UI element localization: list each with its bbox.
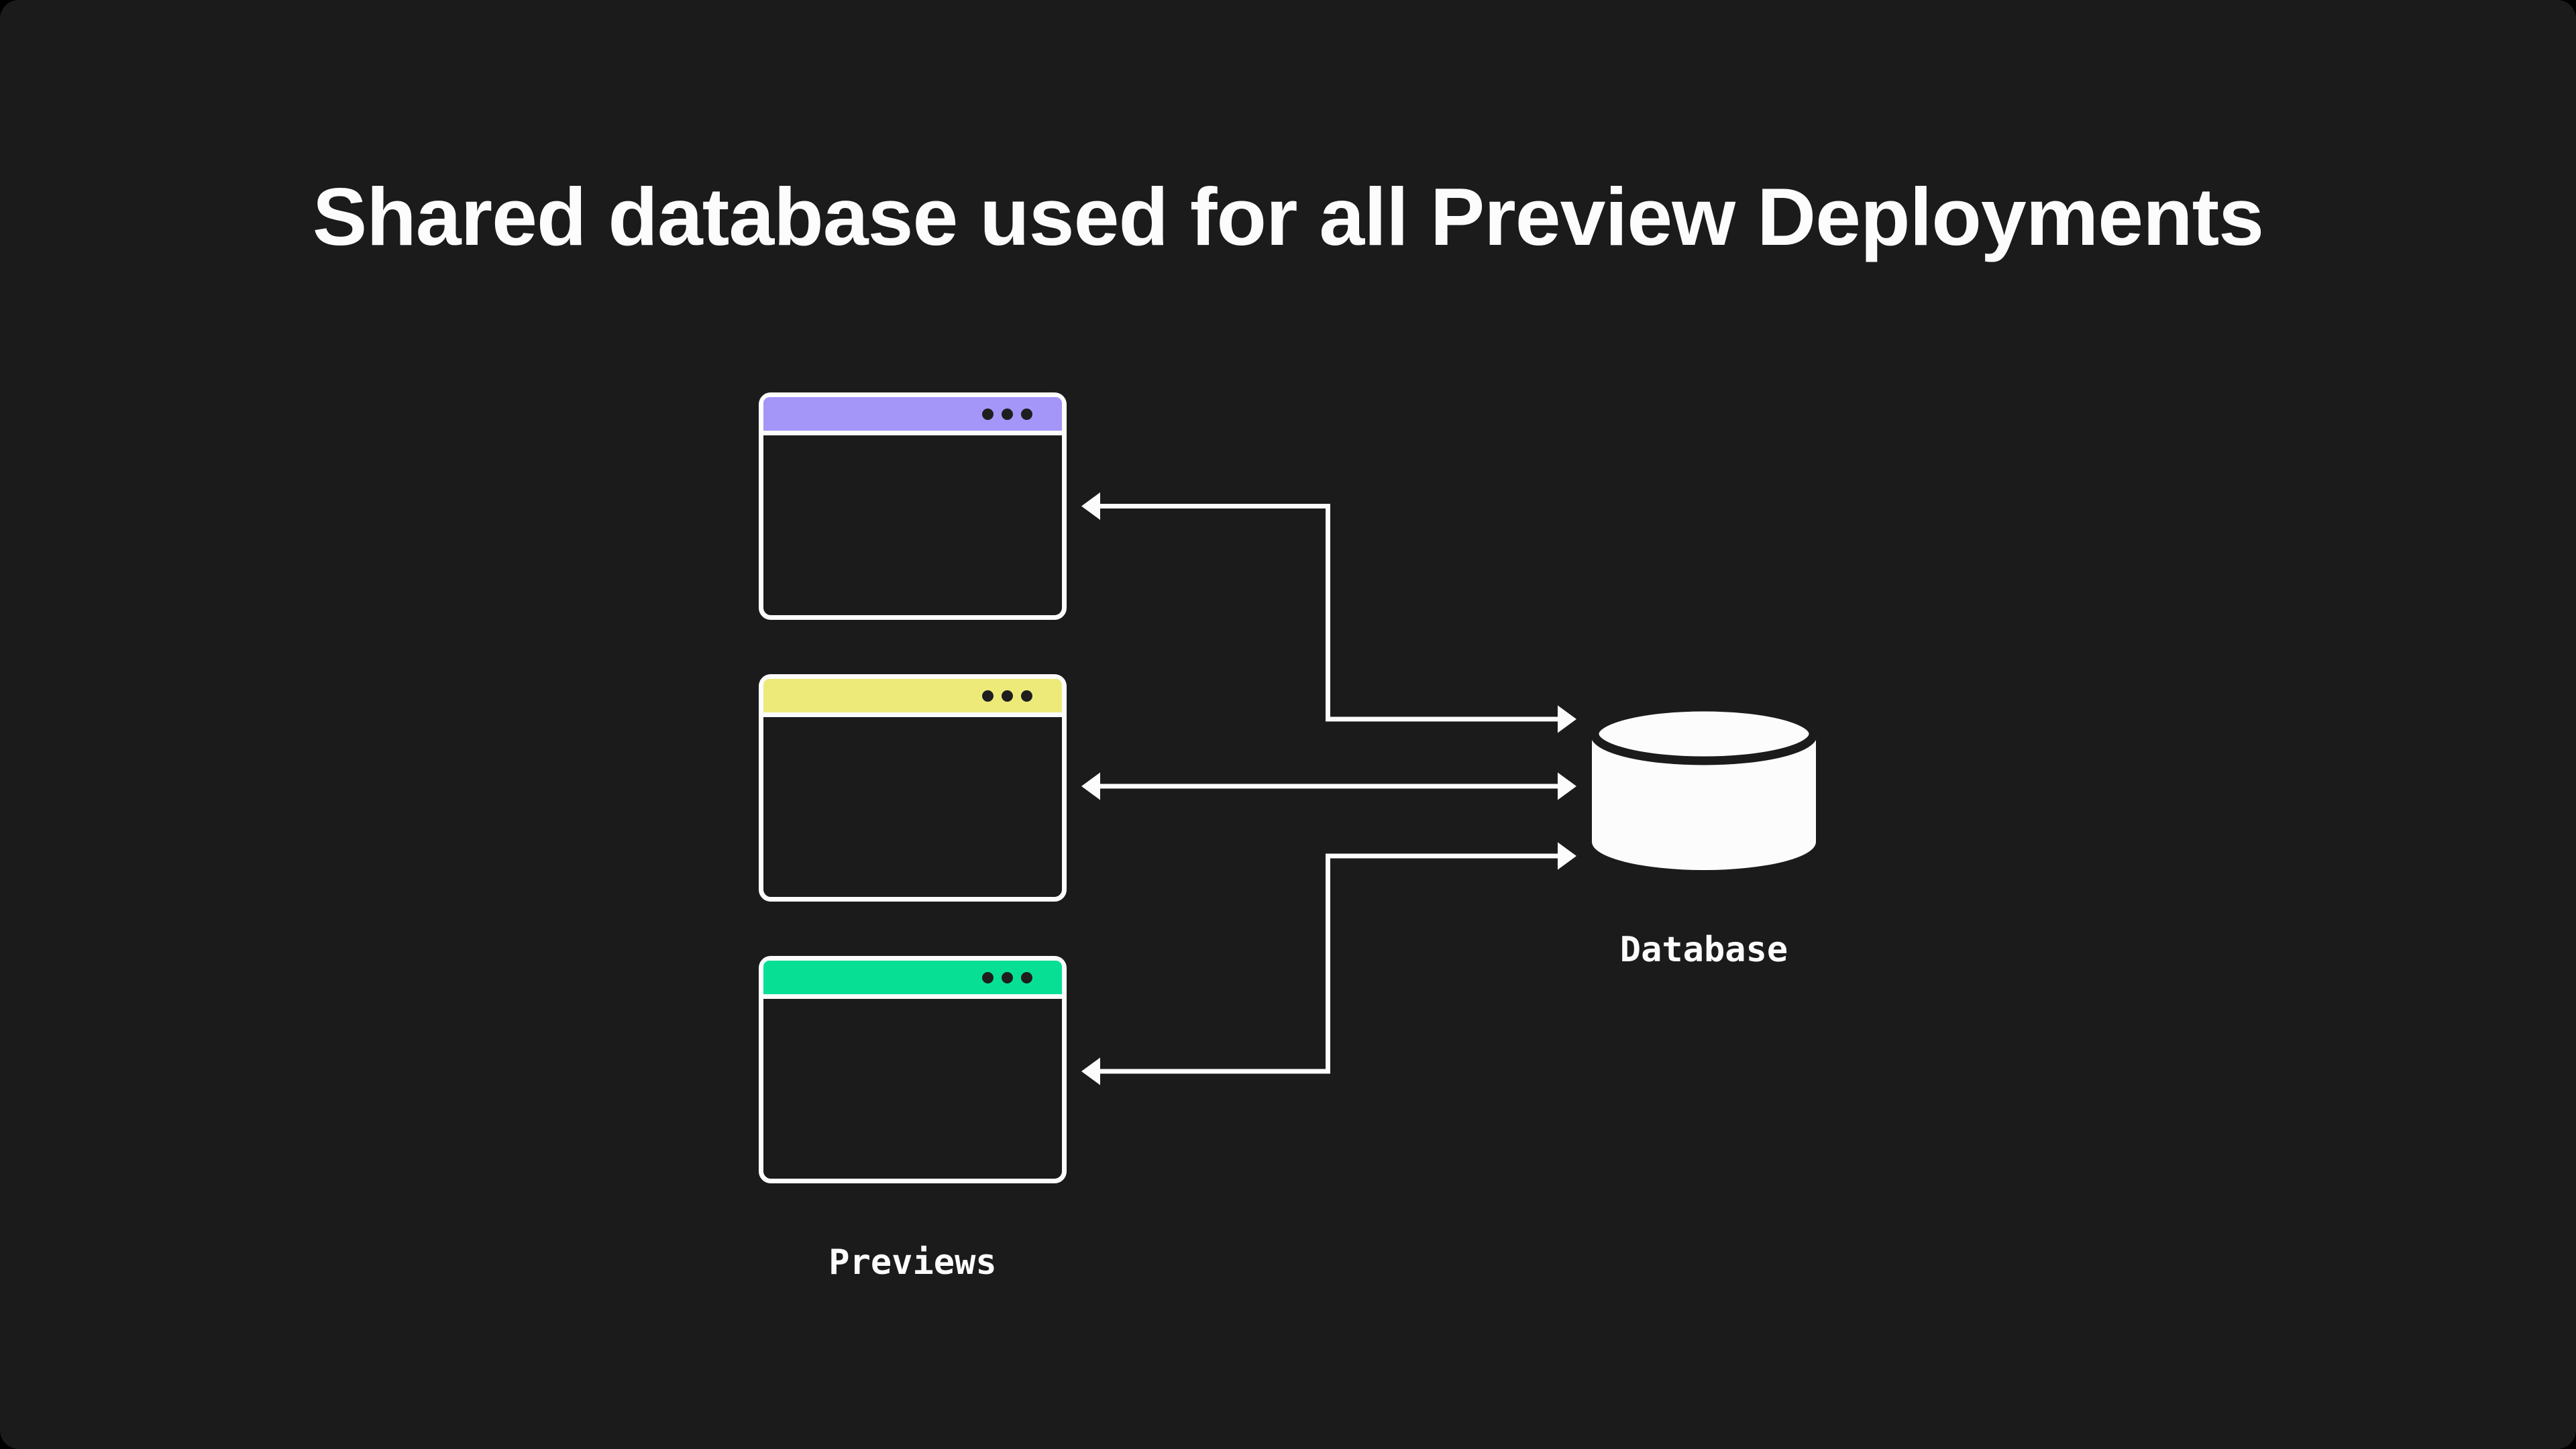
window-dot-icon [982, 690, 994, 702]
page-title: Shared database used for all Preview Dep… [312, 171, 2264, 262]
arrowhead-left-icon [1081, 1057, 1100, 1085]
window-dot-icon [1021, 690, 1032, 702]
preview-window-2-titlebar [763, 679, 1062, 717]
window-dot-icon [1021, 408, 1032, 420]
arrowhead-right-icon [1558, 842, 1576, 870]
window-dot-icon [1002, 971, 1013, 983]
arrowhead-right-icon [1558, 772, 1576, 800]
window-dot-icon [1002, 690, 1013, 702]
window-dot-icon [982, 971, 994, 983]
database-cylinder-icon [1590, 703, 1818, 870]
preview-window-3 [759, 956, 1067, 1183]
preview-window-2 [759, 674, 1067, 902]
arrow-window1-database [1099, 504, 1559, 722]
previews-label: Previews [828, 1242, 997, 1283]
preview-window-1 [759, 392, 1067, 620]
window-dot-icon [982, 408, 994, 420]
arrowhead-left-icon [1081, 772, 1100, 800]
arrowhead-right-icon [1558, 705, 1576, 733]
arrow-window3-database [1099, 853, 1559, 1074]
preview-window-1-titlebar [763, 397, 1062, 435]
window-dot-icon [1021, 971, 1032, 983]
preview-window-3-titlebar [763, 961, 1062, 999]
arrowhead-left-icon [1081, 492, 1100, 520]
window-dot-icon [1002, 408, 1013, 420]
database-label: Database [1619, 930, 1788, 970]
